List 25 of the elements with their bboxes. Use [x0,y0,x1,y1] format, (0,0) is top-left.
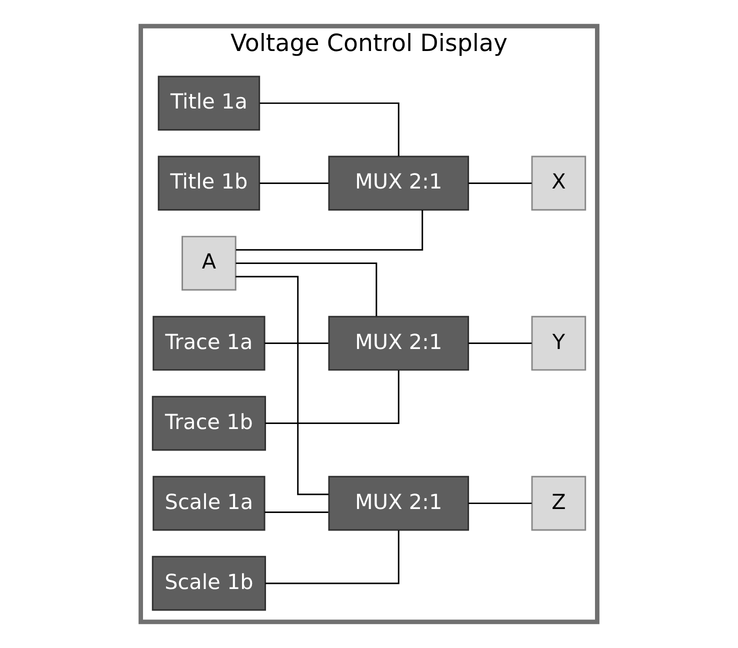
node-box: Scale 1b [152,556,266,611]
node-box: Z [531,476,586,531]
node-box: Title 1a [158,76,260,131]
connector [236,210,424,251]
connector [264,342,328,344]
node-box: MUX 2:1 [328,316,470,371]
node-box: Scale 1a [152,476,266,531]
connector [468,502,532,504]
connector [265,370,400,424]
connector [468,182,532,184]
node-box: Trace 1b [152,396,266,451]
connector [264,511,328,513]
connector [260,102,400,156]
node-box: X [531,156,586,211]
node-box: Y [531,316,586,371]
connector [236,276,329,496]
node-box: Trace 1a [152,316,266,371]
connector [265,530,400,584]
connector [468,342,532,344]
node-box: Title 1b [158,156,260,211]
node-box: MUX 2:1 [328,476,470,531]
node-box: A [182,236,236,291]
node-box: MUX 2:1 [328,156,470,211]
connector [236,262,378,316]
connector [260,182,328,184]
